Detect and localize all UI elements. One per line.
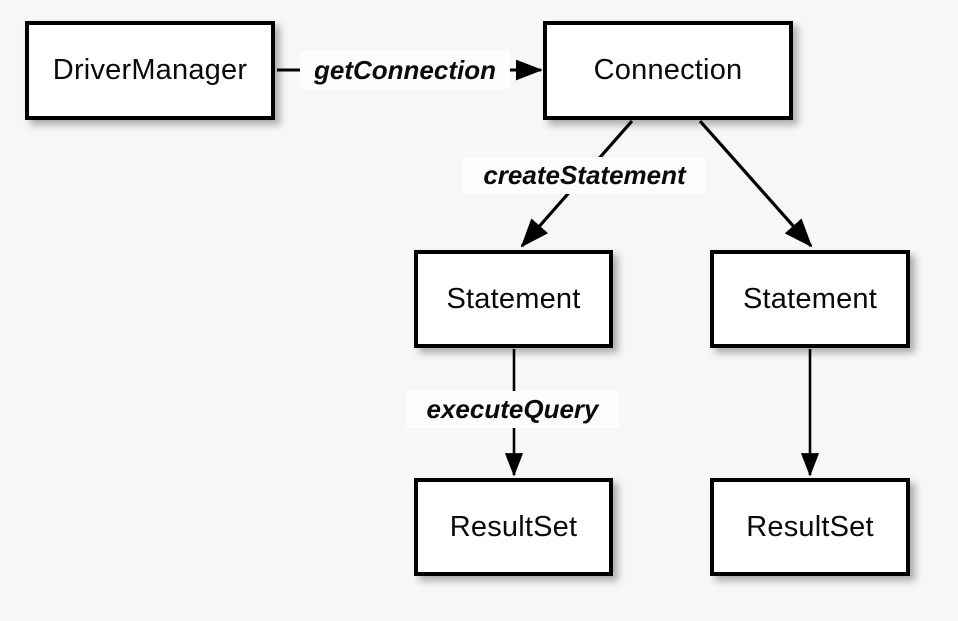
- node-label: ResultSet: [746, 510, 874, 543]
- edge-label-execute-query: executeQuery: [406, 391, 619, 428]
- edge-label-get-connection: getConnection: [300, 51, 510, 89]
- node-statement-right[interactable]: Statement: [710, 250, 910, 348]
- node-connection[interactable]: Connection: [543, 21, 793, 120]
- node-label: ResultSet: [449, 510, 578, 543]
- node-resultset-left[interactable]: ResultSet: [414, 478, 613, 576]
- node-label: Connection: [593, 54, 743, 86]
- edge-create-statement-2-line: [698, 119, 813, 248]
- node-statement-left[interactable]: Statement: [414, 250, 613, 348]
- node-label: DriverManager: [52, 54, 248, 86]
- node-driver-manager[interactable]: DriverManager: [25, 21, 275, 120]
- node-resultset-right[interactable]: ResultSet: [710, 478, 910, 576]
- node-label: Statement: [446, 282, 581, 315]
- node-label: Statement: [743, 282, 877, 315]
- edge-label-create-statement: createStatement: [463, 157, 706, 194]
